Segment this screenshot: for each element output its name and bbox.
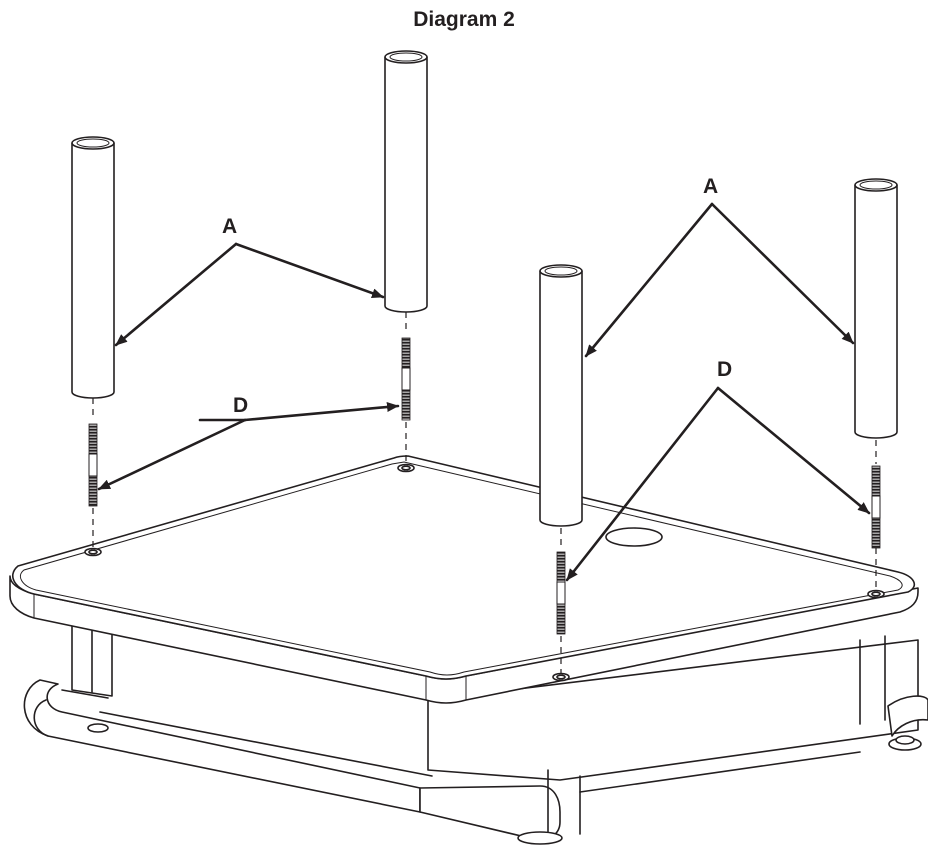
label-a-left: A [222, 215, 237, 238]
label-d-left: D [233, 394, 248, 417]
callout-leaders [97, 202, 871, 582]
stud-1 [88, 423, 98, 507]
leg-tubes [71, 50, 898, 527]
bolt-holes [84, 463, 885, 682]
alignment-lines [92, 312, 877, 673]
label-a-right: A [703, 175, 718, 198]
tube-4 [854, 178, 898, 439]
cable-hole [605, 527, 663, 547]
tube-2 [384, 50, 428, 313]
platform [9, 455, 919, 704]
stud-3 [556, 551, 566, 635]
tube-3 [539, 264, 583, 527]
threaded-studs [88, 337, 881, 635]
stud-4 [871, 465, 881, 549]
tube-1 [71, 136, 115, 399]
stud-2 [401, 337, 411, 421]
base-frame [23, 619, 928, 845]
label-d-right: D [717, 358, 732, 381]
diagram-title: Diagram 2 [413, 8, 515, 31]
